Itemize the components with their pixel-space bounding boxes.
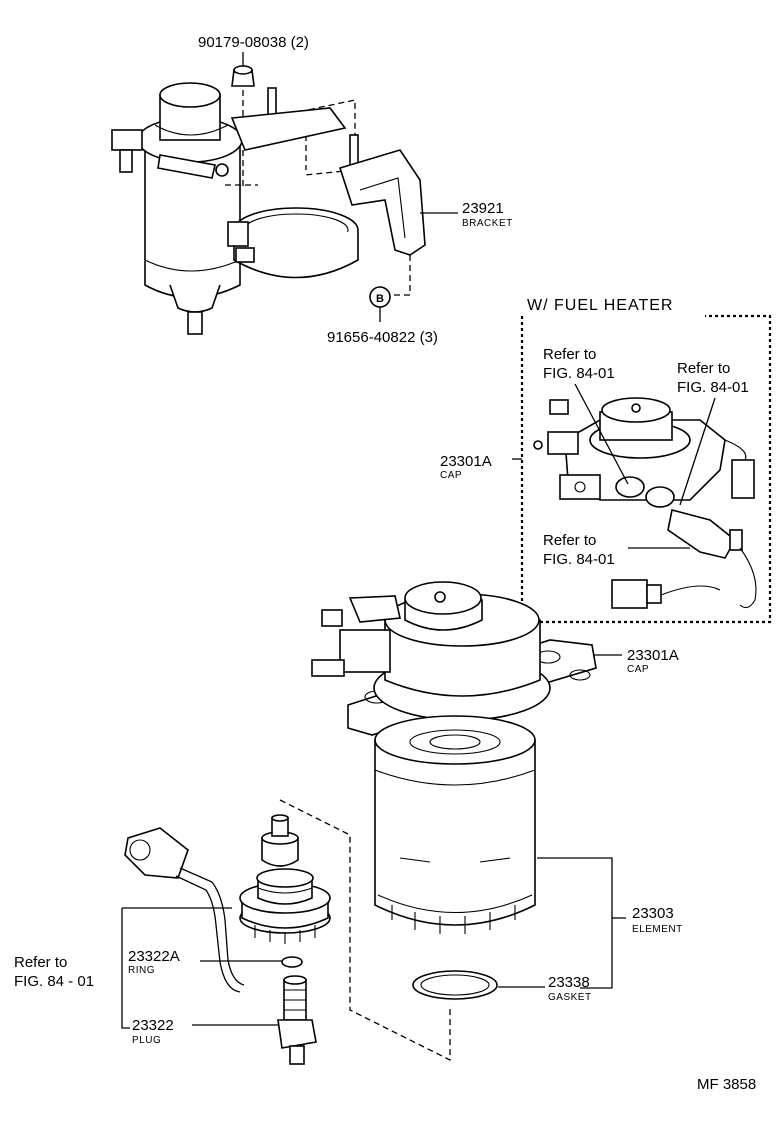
heater-ref-2-line1: Refer to bbox=[677, 360, 730, 377]
heater-ref-1-line1: Refer to bbox=[543, 346, 596, 363]
heater-cap-assembly bbox=[533, 397, 757, 609]
heater-ref-2-leader bbox=[679, 397, 716, 506]
heater-ref-1-leader bbox=[574, 383, 629, 485]
heater-box-border bbox=[520, 314, 772, 624]
bracket-part-number: 23921 bbox=[462, 200, 504, 217]
assembly-dashed-line bbox=[279, 799, 451, 1062]
gasket-part-name: GASKET bbox=[548, 992, 592, 1003]
sensor-ref-line1: Refer to bbox=[14, 954, 67, 971]
sensor-bracket-line bbox=[121, 907, 232, 1029]
ring-part-name: RING bbox=[128, 965, 155, 976]
heater-ref-1-line2: FIG. 84-01 bbox=[543, 365, 615, 382]
element-bracket-line bbox=[537, 857, 613, 988]
cap-part-number: 23301A bbox=[627, 647, 679, 664]
heater-ref-3-line2: FIG. 84-01 bbox=[543, 551, 615, 568]
figure-code: MF 3858 bbox=[697, 1076, 756, 1093]
gasket-part-number: 23338 bbox=[548, 974, 590, 991]
nut-part-number: 90179-08038 (2) bbox=[198, 34, 309, 51]
heater-ref-3-line1: Refer to bbox=[543, 532, 596, 549]
element-part-name: ELEMENT bbox=[632, 924, 683, 935]
bolt-part-number: 91656-40822 (3) bbox=[327, 329, 438, 346]
bolt-ref-letter: B bbox=[376, 293, 384, 305]
heater-box-title: W/ FUEL HEATER bbox=[527, 297, 673, 314]
heater-cap-part-number: 23301A bbox=[440, 453, 492, 470]
plug-part-name: PLUG bbox=[132, 1035, 161, 1046]
sensor-ref-line2: FIG. 84 - 01 bbox=[14, 973, 94, 990]
top-filter-assembly bbox=[111, 65, 426, 335]
heater-cap-part-name: CAP bbox=[440, 470, 462, 481]
plug-part-number: 23322 bbox=[132, 1017, 174, 1034]
heater-ref-2-line2: FIG. 84-01 bbox=[677, 379, 749, 396]
element-part-number: 23303 bbox=[632, 905, 674, 922]
heater-sensor-assembly bbox=[124, 814, 331, 1065]
ring-part-number: 23322A bbox=[128, 948, 180, 965]
cap-part-name: CAP bbox=[627, 664, 649, 675]
main-filter-assembly bbox=[311, 581, 597, 1000]
bracket-part-name: BRACKET bbox=[462, 218, 513, 229]
